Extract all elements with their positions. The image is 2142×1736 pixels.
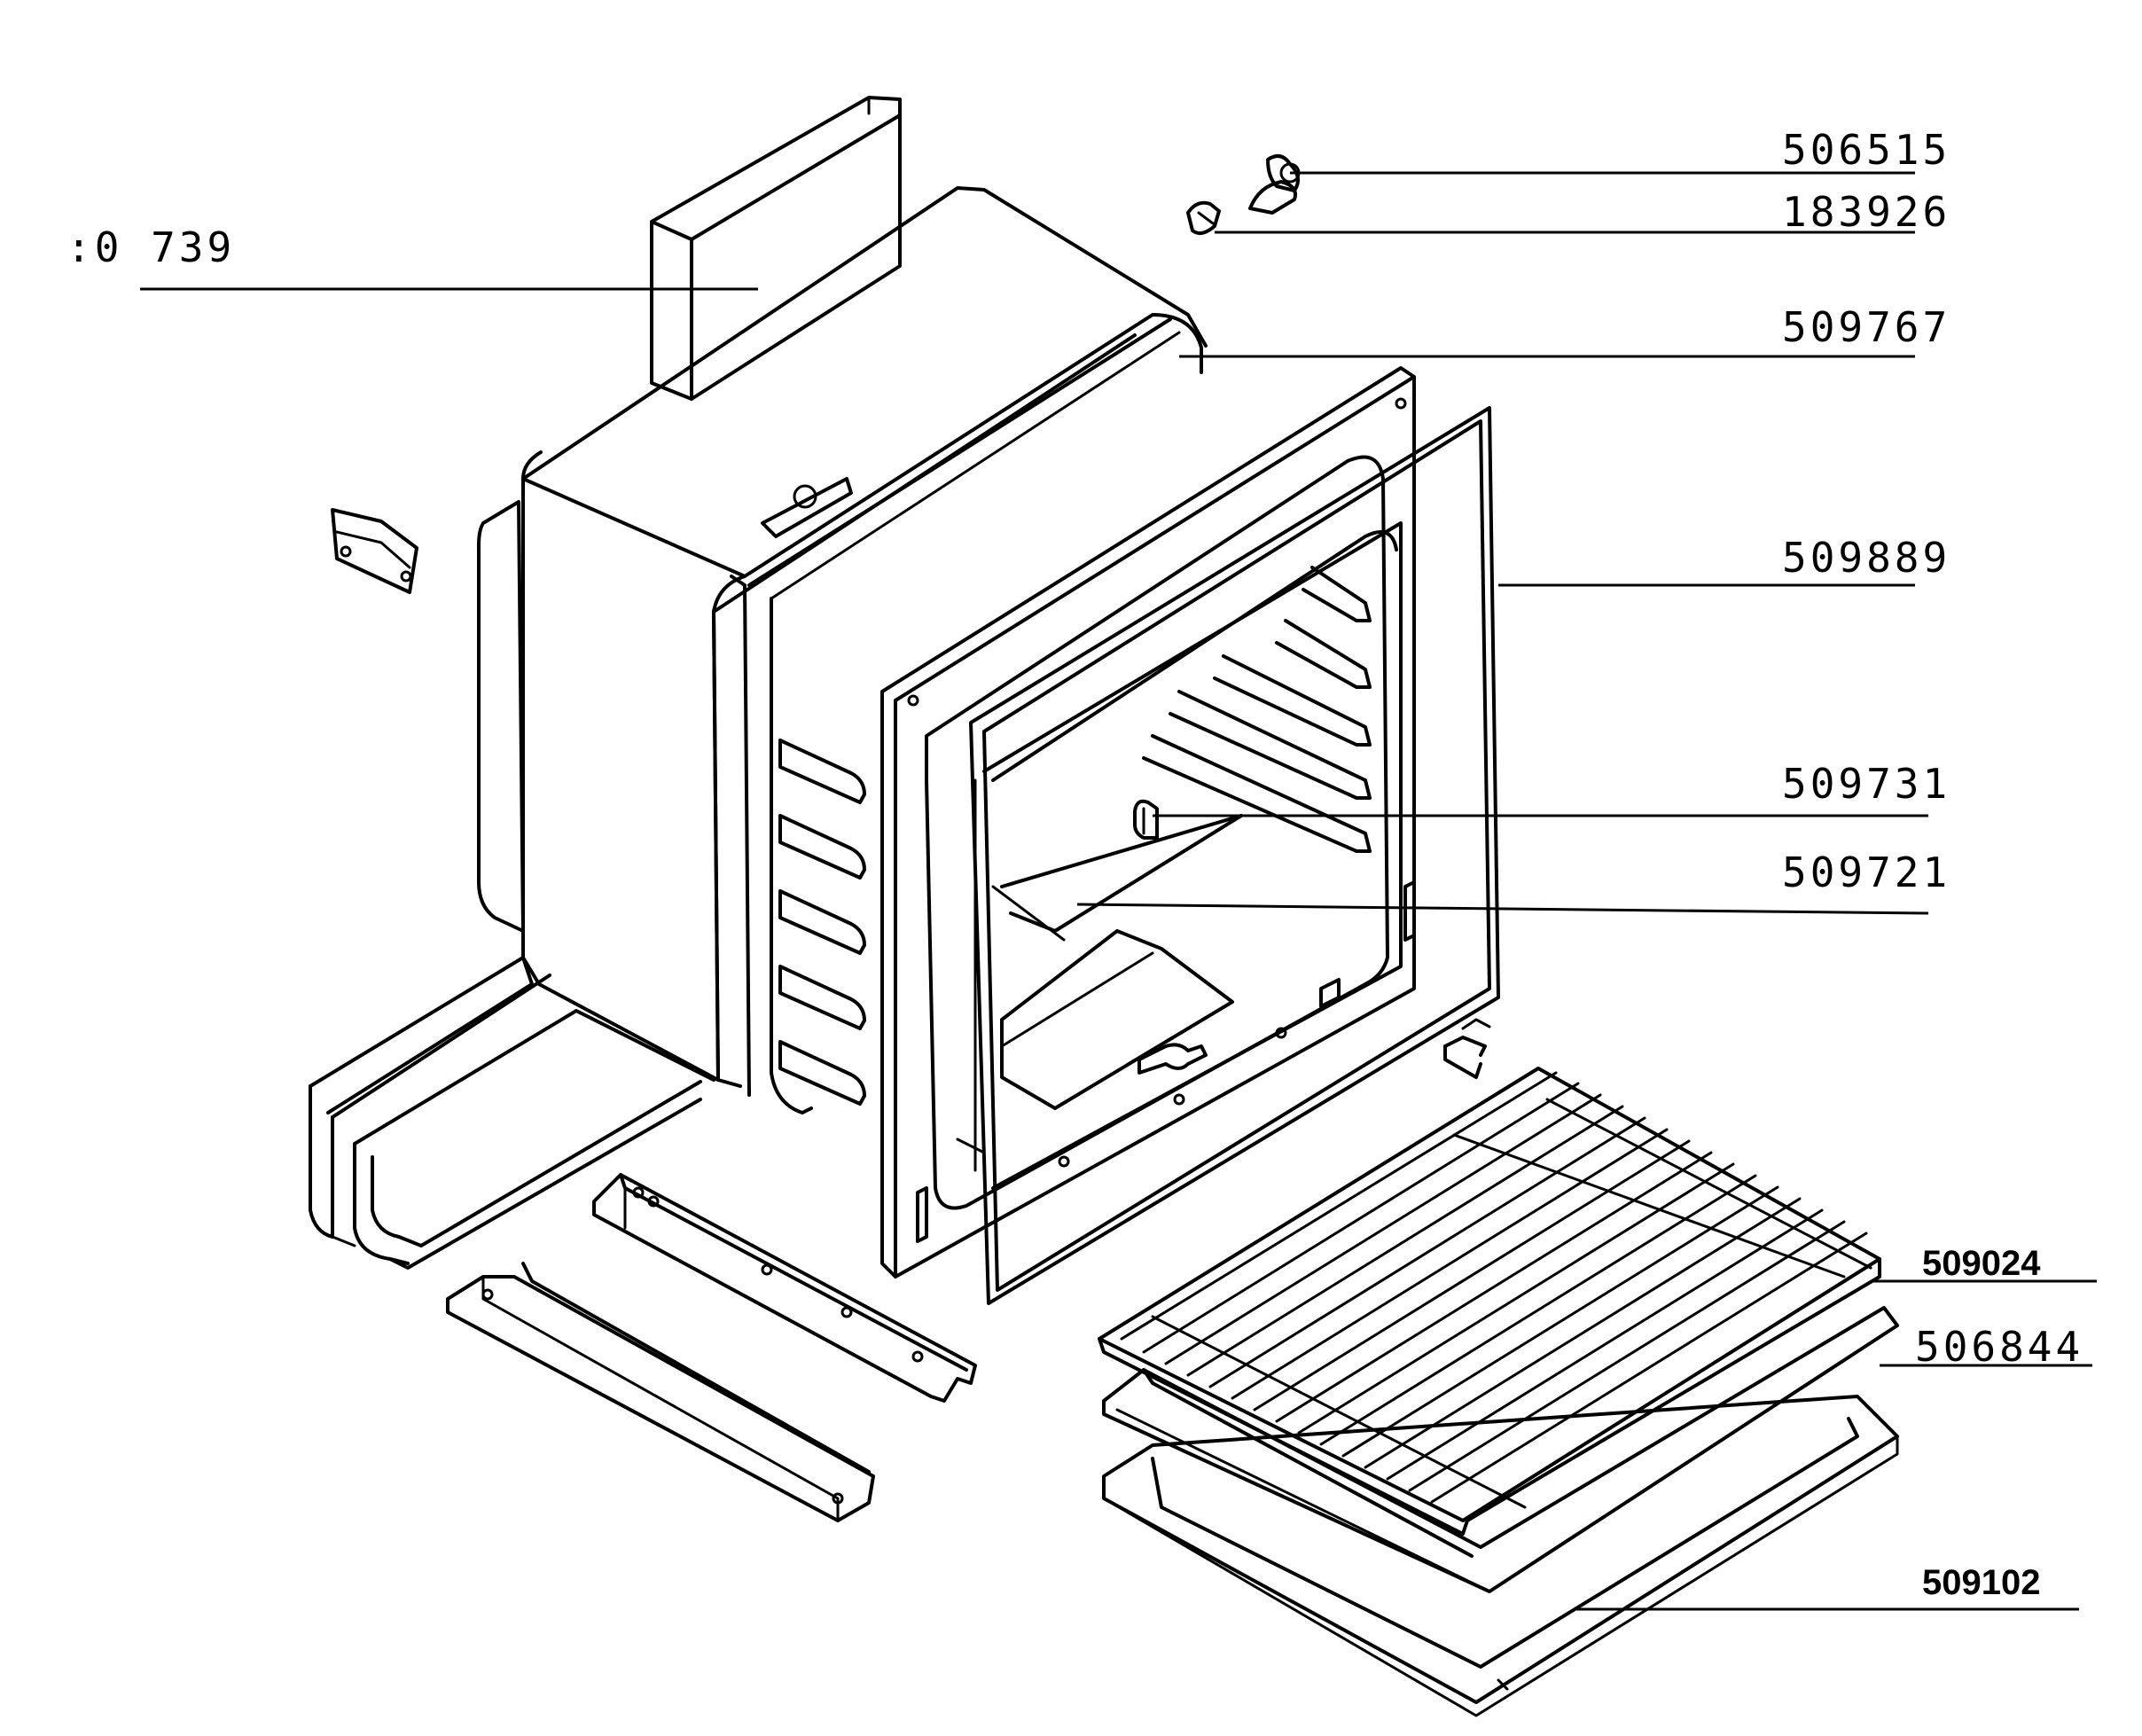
label-509102: 509102 [1922,1563,2040,1602]
top-vent-cover [650,96,902,401]
label-183926: 183926 [1782,188,1950,236]
door-clip [1443,1018,1491,1079]
door-seal [969,406,1500,1305]
lamp-assembly [1186,154,1301,236]
label-509767: 509767 [1782,303,1950,351]
runner-rail-rear [446,1262,875,1522]
baking-tray [1102,1306,1899,1593]
runner-rail-front [592,1173,977,1403]
side-bracket [331,508,418,594]
oven-housing [477,186,1208,1114]
drip-tray [1102,1395,1899,1717]
oven-front-frame [880,366,1416,1279]
label-506844: 506844 [1915,1323,2083,1371]
base-plinth [309,956,715,1270]
leader-lines [140,171,2097,1611]
label-509889: 509889 [1782,534,1950,582]
part-labels: 506515 183926 :0 739 509767 509889 50973… [66,126,2083,1602]
oven-cavity [956,521,1403,1190]
label-509721: 509721 [1782,848,1950,896]
label-506515: 506515 [1782,126,1950,174]
label-509024: 509024 [1922,1244,2041,1283]
lamp-cover [1133,799,1159,840]
housing-side-rails [778,739,866,1106]
label-50739: :0 739 [66,223,235,271]
label-509731: 509731 [1782,760,1950,808]
